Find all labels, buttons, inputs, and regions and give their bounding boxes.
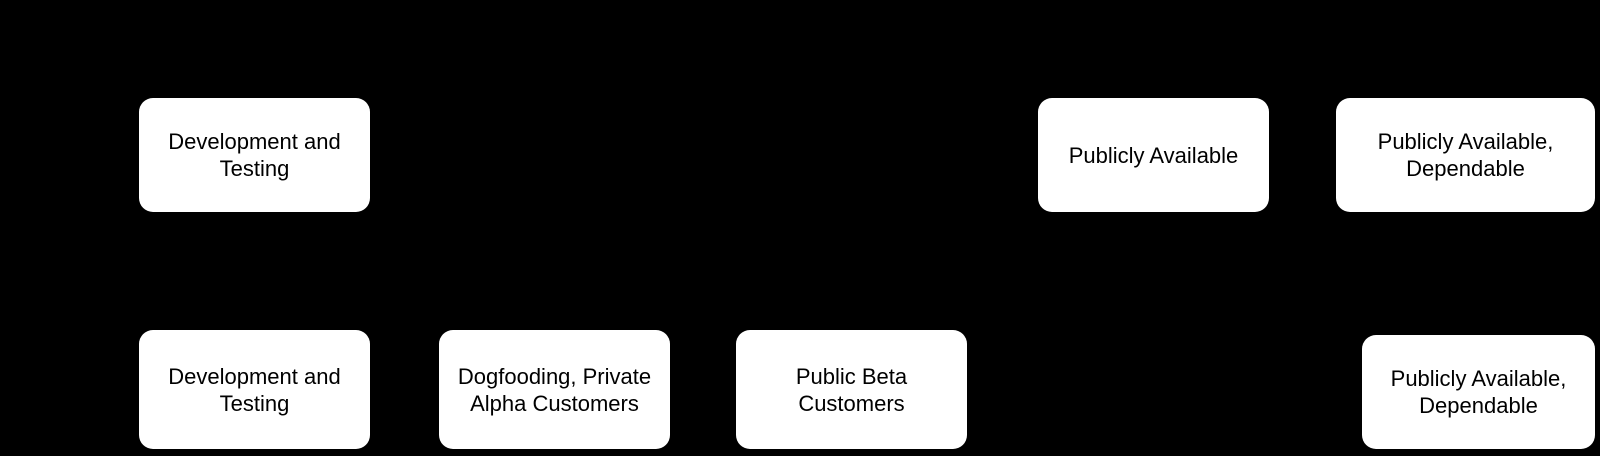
- node-label: Public Beta Customers: [795, 363, 908, 416]
- node-development-and-testing-row1[interactable]: Development and Testing: [139, 98, 370, 212]
- node-label: Publicly Available: [1068, 142, 1239, 168]
- node-public-beta-customers-row2[interactable]: Public Beta Customers: [736, 330, 967, 449]
- node-label: Dogfooding, Private Alpha Customers: [457, 363, 652, 416]
- node-dogfooding-private-alpha-customers-row2[interactable]: Dogfooding, Private Alpha Customers: [439, 330, 670, 449]
- node-publicly-available-dependable-row2[interactable]: Publicly Available, Dependable: [1362, 335, 1595, 449]
- node-publicly-available-row1[interactable]: Publicly Available: [1038, 98, 1269, 212]
- node-publicly-available-dependable-row1[interactable]: Publicly Available, Dependable: [1336, 98, 1595, 212]
- node-label: Publicly Available, Dependable: [1390, 366, 1567, 418]
- node-label: Publicly Available, Dependable: [1377, 129, 1554, 181]
- node-label: Development and Testing: [168, 129, 341, 181]
- node-development-and-testing-row2[interactable]: Development and Testing: [139, 330, 370, 449]
- node-label: Development and Testing: [168, 363, 341, 416]
